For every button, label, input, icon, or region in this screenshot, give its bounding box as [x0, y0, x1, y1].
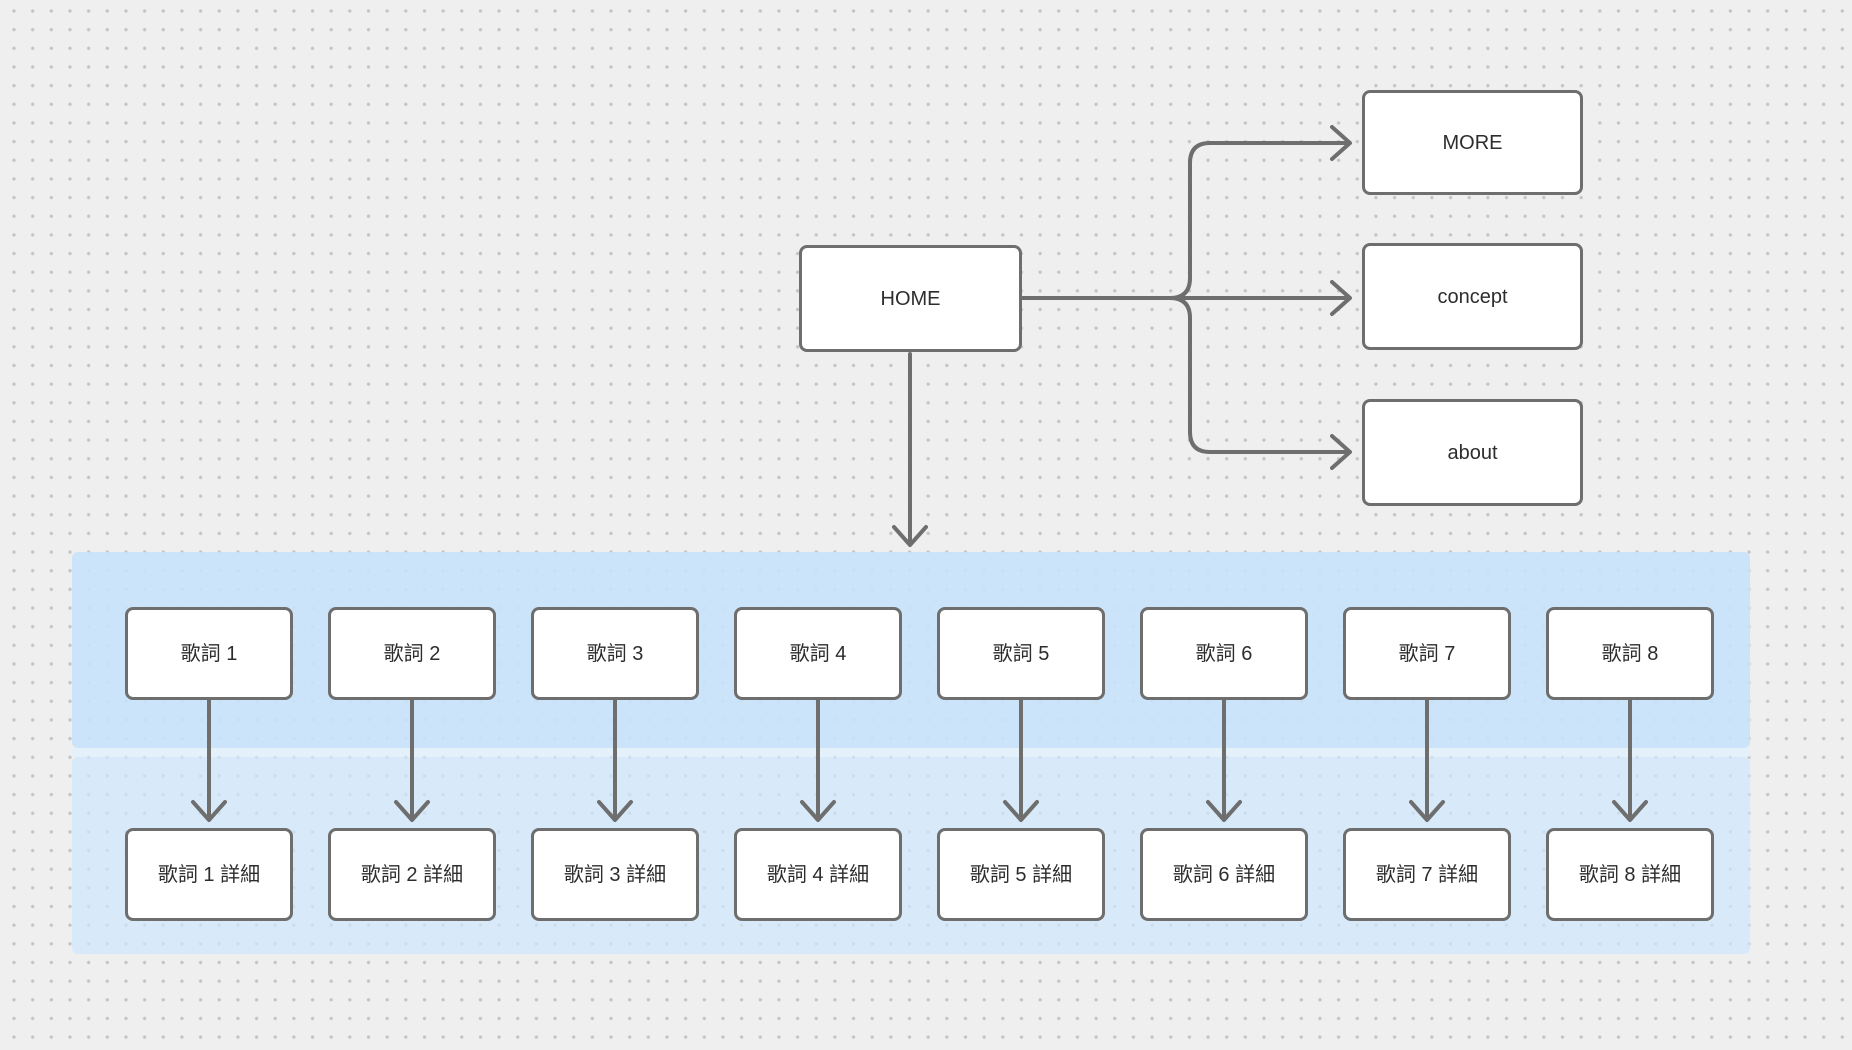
node-lyric-3[interactable]: 歌詞 3: [531, 607, 699, 700]
node-lyric-detail-8-label: 歌詞 8 詳細: [1578, 863, 1682, 886]
node-lyric-detail-3-label: 歌詞 3 詳細: [563, 863, 667, 886]
node-lyric-detail-1-label: 歌詞 1 詳細: [157, 863, 261, 886]
node-lyric-4[interactable]: 歌詞 4: [734, 607, 902, 700]
node-lyric-detail-5[interactable]: 歌詞 5 詳細: [937, 828, 1105, 921]
node-more[interactable]: MORE: [1362, 90, 1583, 195]
node-lyric-detail-1[interactable]: 歌詞 1 詳細: [125, 828, 293, 921]
node-lyric-4-label: 歌詞 4: [789, 642, 847, 665]
node-lyric-2-label: 歌詞 2: [383, 642, 441, 665]
connector-lyric-4[interactable]: [800, 698, 836, 822]
node-concept[interactable]: concept: [1362, 243, 1583, 350]
node-lyric-6-label: 歌詞 6: [1195, 642, 1253, 665]
connector-lyric-5[interactable]: [1003, 698, 1039, 822]
node-lyric-detail-3[interactable]: 歌詞 3 詳細: [531, 828, 699, 921]
node-lyric-8[interactable]: 歌詞 8: [1546, 607, 1714, 700]
connector-lyric-6[interactable]: [1206, 698, 1242, 822]
node-lyric-detail-2-label: 歌詞 2 詳細: [360, 863, 464, 886]
highlight-band-gap: [72, 748, 1750, 757]
node-home-label: HOME: [880, 287, 941, 310]
connector-lyric-2[interactable]: [394, 698, 430, 822]
node-lyric-detail-6[interactable]: 歌詞 6 詳細: [1140, 828, 1308, 921]
node-lyric-7[interactable]: 歌詞 7: [1343, 607, 1511, 700]
node-lyric-5[interactable]: 歌詞 5: [937, 607, 1105, 700]
node-more-label: MORE: [1442, 131, 1503, 154]
node-home[interactable]: HOME: [799, 245, 1022, 352]
node-lyric-7-label: 歌詞 7: [1398, 642, 1456, 665]
node-lyric-1[interactable]: 歌詞 1: [125, 607, 293, 700]
connector-home-more[interactable]: [1020, 125, 1352, 300]
node-lyric-detail-7[interactable]: 歌詞 7 詳細: [1343, 828, 1511, 921]
node-lyric-detail-7-label: 歌詞 7 詳細: [1375, 863, 1479, 886]
node-lyric-3-label: 歌詞 3: [586, 642, 644, 665]
connector-lyric-1[interactable]: [191, 698, 227, 822]
node-lyric-detail-6-label: 歌詞 6 詳細: [1172, 863, 1276, 886]
node-concept-label: concept: [1437, 285, 1508, 308]
node-lyric-detail-4[interactable]: 歌詞 4 詳細: [734, 828, 902, 921]
node-lyric-5-label: 歌詞 5: [992, 642, 1050, 665]
node-lyric-8-label: 歌詞 8: [1601, 642, 1659, 665]
node-lyric-detail-5-label: 歌詞 5 詳細: [969, 863, 1073, 886]
node-lyric-detail-4-label: 歌詞 4 詳細: [766, 863, 870, 886]
node-about-label: about: [1447, 441, 1498, 464]
node-lyric-1-label: 歌詞 1: [180, 642, 238, 665]
node-lyric-detail-8[interactable]: 歌詞 8 詳細: [1546, 828, 1714, 921]
node-lyric-2[interactable]: 歌詞 2: [328, 607, 496, 700]
node-about[interactable]: about: [1362, 399, 1583, 506]
connector-home-band[interactable]: [892, 352, 928, 547]
connector-lyric-8[interactable]: [1612, 698, 1648, 822]
connector-home-about[interactable]: [1020, 296, 1352, 470]
connector-lyric-7[interactable]: [1409, 698, 1445, 822]
connector-lyric-3[interactable]: [597, 698, 633, 822]
node-lyric-6[interactable]: 歌詞 6: [1140, 607, 1308, 700]
node-lyric-detail-2[interactable]: 歌詞 2 詳細: [328, 828, 496, 921]
